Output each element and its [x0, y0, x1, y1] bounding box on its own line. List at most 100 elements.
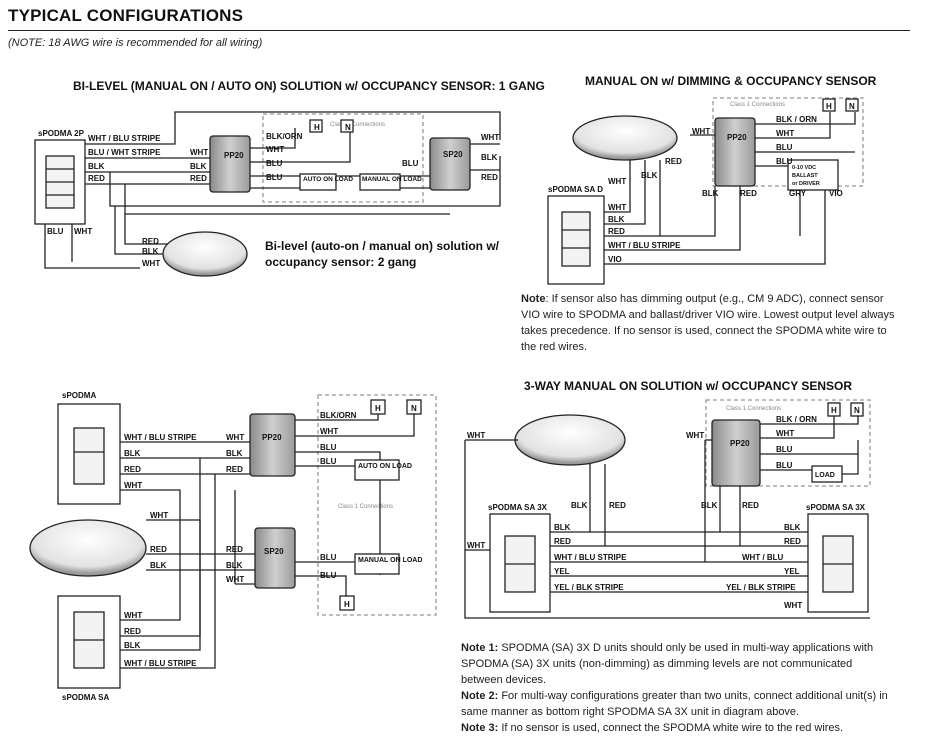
svg-text:RED: RED: [481, 173, 498, 182]
svg-text:MANUAL ON LOAD: MANUAL ON LOAD: [358, 557, 422, 564]
svg-text:WHT: WHT: [467, 431, 485, 440]
svg-text:WHT: WHT: [686, 431, 704, 440]
svg-text:YEL: YEL: [784, 567, 800, 576]
diagram2: Class 1 Connections sPODMA SA D PP20: [547, 97, 864, 285]
diagram1-title: BI-LEVEL (MANUAL ON / AUTO ON) SOLUTION …: [73, 79, 545, 93]
svg-text:BLK: BLK: [142, 247, 159, 256]
diagram1: Class 1 Connections sPODMA 2P: [34, 111, 501, 277]
svg-text:WHT: WHT: [608, 203, 626, 212]
svg-text:BLU: BLU: [402, 159, 419, 168]
svg-text:WHT / BLU STRIPE: WHT / BLU STRIPE: [124, 433, 197, 442]
svg-text:WHT / BLU STRIPE: WHT / BLU STRIPE: [554, 553, 627, 562]
diagram1-caption: Bi-level (auto-on / manual on) solution …: [265, 239, 499, 269]
svg-text:sPODMA SA 3X: sPODMA SA 3X: [806, 503, 866, 512]
svg-text:BLU: BLU: [320, 553, 337, 562]
diagram2-title: MANUAL ON w/ DIMMING & OCCUPANCY SENSOR: [585, 74, 877, 88]
occupancy-sensor: [572, 115, 678, 161]
svg-text:WHT / BLU: WHT / BLU: [742, 553, 784, 562]
svg-text:BLU: BLU: [776, 461, 793, 470]
note-2: Note 2: For multi-way configurations gre…: [461, 690, 888, 718]
svg-text:WHT: WHT: [776, 129, 794, 138]
pp20-device: [249, 413, 296, 477]
svg-text:BLK: BLK: [784, 523, 801, 532]
svg-text:RED: RED: [784, 537, 801, 546]
sp20-device: [254, 527, 296, 589]
svg-text:BLK / ORN: BLK / ORN: [776, 415, 817, 424]
svg-text:BLK: BLK: [226, 449, 243, 458]
svg-text:RED: RED: [740, 189, 757, 198]
svg-text:WHT: WHT: [150, 511, 168, 520]
svg-text:YEL / BLK STRIPE: YEL / BLK STRIPE: [726, 583, 796, 592]
pp20-device: [209, 135, 251, 193]
switch-label: sPODMA 2P: [38, 129, 85, 138]
svg-text:sPODMA: sPODMA: [62, 391, 96, 400]
svg-text:BLK: BLK: [701, 501, 718, 510]
svg-text:RED: RED: [142, 237, 159, 246]
svg-text:BLK/ORN: BLK/ORN: [320, 411, 357, 420]
auto-on-load-label: AUTO ON LOAD: [303, 176, 353, 183]
svg-text:WHT / BLU STRIPE: WHT / BLU STRIPE: [608, 241, 681, 250]
occupancy-sensor: [29, 519, 147, 577]
note-3: Note 3: If no sensor is used, connect th…: [461, 722, 844, 734]
svg-text:BLK: BLK: [702, 189, 719, 198]
svg-text:Class 1 Connections: Class 1 Connections: [338, 504, 393, 510]
sp20-device: [429, 137, 471, 191]
svg-text:RED: RED: [554, 537, 571, 546]
ballast-driver-box: [787, 159, 839, 191]
svg-text:WHT: WHT: [481, 133, 499, 142]
svg-text:BLU: BLU: [266, 159, 283, 168]
svg-text:RED: RED: [226, 465, 243, 474]
hot-terminal: [309, 119, 323, 133]
svg-text:WHT / BLU STRIPE: WHT / BLU STRIPE: [124, 659, 197, 668]
svg-text:PP20: PP20: [727, 133, 747, 142]
svg-text:RED: RED: [226, 545, 243, 554]
svg-text:BLK: BLK: [124, 449, 141, 458]
svg-text:H: H: [826, 102, 832, 111]
svg-text:WHT: WHT: [74, 227, 92, 236]
svg-text:SP20: SP20: [443, 150, 463, 159]
svg-text:WHT / BLU STRIPE: WHT / BLU STRIPE: [88, 134, 161, 143]
svg-text:RED: RED: [665, 157, 682, 166]
ballast-label-2: BALLAST: [792, 173, 818, 179]
manual-on-load-box: [359, 173, 401, 191]
svg-text:YEL: YEL: [554, 567, 570, 576]
svg-text:BLK/ORN: BLK/ORN: [266, 132, 303, 141]
svg-text:PP20: PP20: [262, 433, 282, 442]
manual-on-load-label: MANUAL ON LOAD: [362, 176, 422, 183]
svg-text:N: N: [345, 123, 351, 132]
svg-text:RED: RED: [190, 174, 207, 183]
svg-text:BLK: BLK: [88, 162, 105, 171]
svg-text:Class 1 Connections: Class 1 Connections: [726, 406, 781, 412]
svg-text:WHT: WHT: [226, 433, 244, 442]
note-text: : If sensor also has dimming output (e.g…: [521, 293, 895, 353]
title-divider: [8, 30, 910, 31]
note-1: Note 1: SPODMA (SA) 3X D units should on…: [461, 642, 874, 686]
svg-text:WHT: WHT: [124, 611, 142, 620]
svg-text:YEL / BLK STRIPE: YEL / BLK STRIPE: [554, 583, 624, 592]
svg-text:BLK: BLK: [571, 501, 588, 510]
manual-on-load-box: [354, 553, 400, 575]
svg-text:BLU: BLU: [320, 571, 337, 580]
svg-text:BLU: BLU: [776, 445, 793, 454]
svg-text:H: H: [314, 123, 320, 132]
neutral-terminal: [340, 119, 354, 133]
svg-text:RED: RED: [609, 501, 626, 510]
svg-text:WHT: WHT: [142, 259, 160, 268]
svg-text:Class 1 Connections: Class 1 Connections: [730, 102, 785, 108]
class1-zone: [705, 399, 871, 487]
svg-text:BLK: BLK: [608, 215, 625, 224]
svg-text:BLK: BLK: [226, 561, 243, 570]
svg-text:PP20: PP20: [224, 151, 244, 160]
svg-text:sPODMA SA 3X: sPODMA SA 3X: [488, 503, 548, 512]
svg-text:RED: RED: [88, 174, 105, 183]
svg-text:WHT: WHT: [784, 601, 802, 610]
svg-text:WHT: WHT: [226, 575, 244, 584]
class1-zone: [262, 113, 424, 203]
diagram4-notes: Note 1: SPODMA (SA) 3X D units should on…: [461, 640, 891, 736]
svg-text:BLK: BLK: [481, 153, 498, 162]
svg-text:RED: RED: [742, 501, 759, 510]
diagram2-note: Note: If sensor also has dimming output …: [521, 291, 901, 355]
svg-text:BLK / ORN: BLK / ORN: [776, 115, 817, 124]
page-title: TYPICAL CONFIGURATIONS: [8, 6, 244, 25]
